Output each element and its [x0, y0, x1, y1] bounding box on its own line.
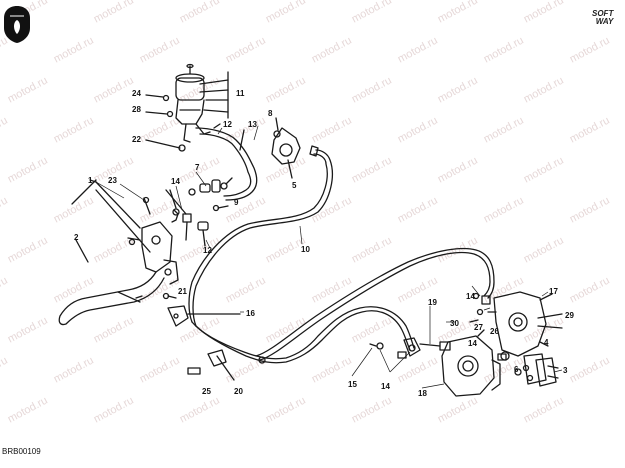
- drawing-code: BRB00109: [2, 447, 41, 456]
- screw-28: [145, 110, 174, 118]
- brake-pads: [522, 353, 559, 387]
- lever-assembly: [58, 179, 179, 326]
- callout-27: 27: [474, 323, 483, 332]
- callout-4: 4: [544, 338, 549, 347]
- callout-30: 30: [450, 319, 459, 328]
- callout-24: 24: [132, 89, 141, 98]
- fitting-7-9: [188, 177, 233, 196]
- softway-brand: SOFT WAY: [592, 10, 613, 26]
- callout-22: 22: [132, 135, 141, 144]
- callout-23: 23: [108, 176, 117, 185]
- callout-14: 14: [381, 382, 390, 391]
- callout-28: 28: [132, 105, 141, 114]
- callout-14: 14: [468, 339, 477, 348]
- callout-3: 3: [563, 366, 568, 375]
- callout-14: 14: [171, 177, 180, 186]
- ducati-logo: [4, 6, 30, 43]
- callout-5: 5: [292, 181, 297, 190]
- callout-10: 10: [301, 245, 310, 254]
- callout-16: 16: [246, 309, 255, 318]
- callout-1: 1: [88, 176, 93, 185]
- callout-25: 25: [202, 387, 211, 396]
- callout-29: 29: [565, 311, 574, 320]
- caliper-17: [472, 291, 563, 357]
- callout-13: 13: [248, 120, 257, 129]
- callout-12: 12: [223, 120, 232, 129]
- reservoir-assembly: [175, 63, 211, 143]
- callout-21: 21: [178, 287, 187, 296]
- callout-11: 11: [236, 89, 245, 98]
- callout-15: 15: [348, 380, 357, 389]
- screw-24: [145, 94, 170, 102]
- callout-18: 18: [418, 389, 427, 398]
- callout-26: 26: [490, 327, 499, 336]
- callout-7: 7: [195, 163, 200, 172]
- brand-top: SOFT: [592, 9, 614, 18]
- callout-9: 9: [234, 198, 239, 207]
- callout-20: 20: [234, 387, 243, 396]
- callout-19: 19: [428, 298, 437, 307]
- callout-17: 17: [549, 287, 558, 296]
- callout-14: 14: [466, 292, 475, 301]
- caliper-18: [441, 329, 510, 397]
- callout-8: 8: [268, 109, 273, 118]
- callout-6: 6: [514, 365, 519, 374]
- callout-12: 12: [203, 246, 212, 255]
- brand-bottom: WAY: [595, 17, 614, 26]
- clamp-5: [271, 117, 301, 179]
- callout-2: 2: [74, 233, 79, 242]
